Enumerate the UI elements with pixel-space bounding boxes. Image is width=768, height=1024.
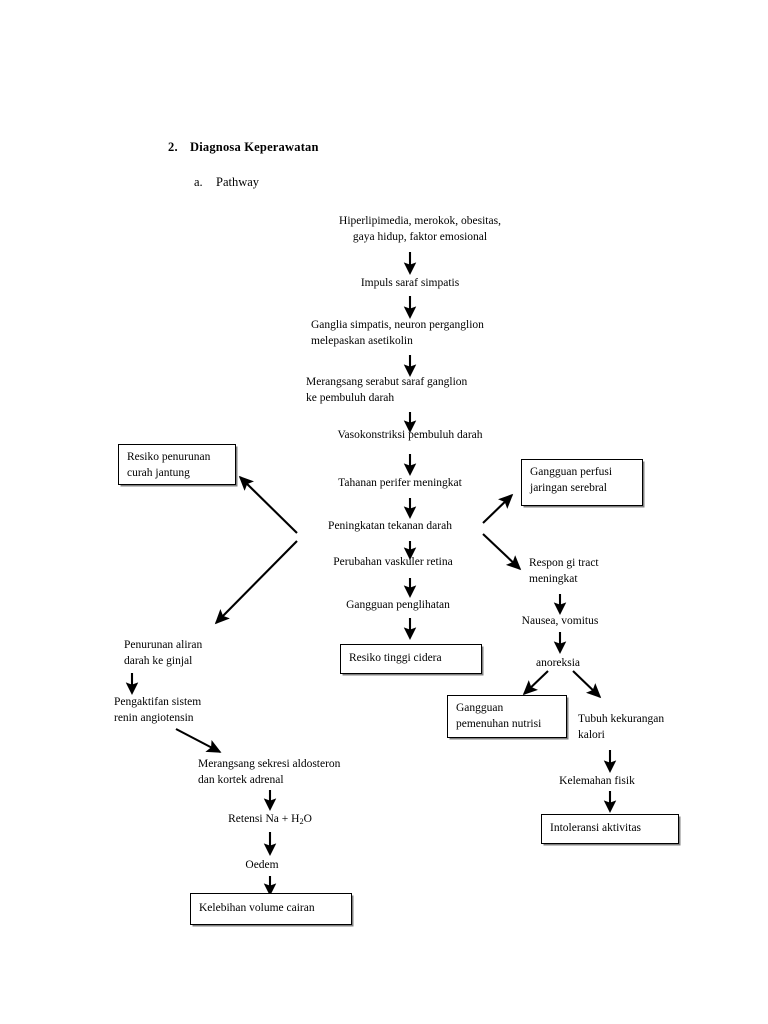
arrow-n7-n11 <box>238 475 298 534</box>
sub-item-heading: a. Pathway <box>194 175 259 190</box>
section-number: 2. <box>168 140 178 154</box>
node-n13: Respon gi tract meningkat <box>529 557 599 585</box>
node-n24: Oedem <box>245 859 279 871</box>
section-heading: 2. Diagnosa Keperawatan <box>168 140 319 155</box>
node-n14: Nausea, vomitus <box>521 615 599 627</box>
node-n8: Perubahan vaskuler retina <box>333 556 453 568</box>
node-n11-box[interactable]: Resiko penurunan curah jantung <box>118 444 236 485</box>
node-n16-box[interactable]: Gangguan pemenuhan nutrisi <box>447 695 567 738</box>
node-n22: Merangsang sekresi aldosteron dan kortek… <box>198 758 341 786</box>
node-n18: Kelemahan fisik <box>559 775 635 787</box>
node-n1: Hiperlipimedia, merokok, obesitas, gaya … <box>339 215 501 243</box>
node-n17: Tubuh kekurangan kalori <box>578 713 665 741</box>
arrow-n21-n22 <box>175 728 222 753</box>
arrow-n7-n13 <box>482 533 522 571</box>
node-n2: Impuls saraf simpatis <box>360 277 460 289</box>
node-n5: Vasokonstriksi pembuluh darah <box>337 429 483 441</box>
node-n20: Penurunan aliran darah ke ginjal <box>124 639 203 667</box>
arrow-n15-n16 <box>522 670 549 696</box>
node-n4: Merangsang serabut saraf ganglion ke pem… <box>306 376 468 404</box>
section-title: Diagnosa Keperawatan <box>190 140 319 154</box>
subscript-2: 2 <box>299 817 304 827</box>
arrow-n15-n17 <box>572 670 602 699</box>
node-n12-box[interactable]: Gangguan perfusi jaringan serebral <box>521 459 643 506</box>
node-n15: anoreksia <box>535 657 581 669</box>
node-n21: Pengaktifan sistem renin angiotensin <box>114 696 202 724</box>
node-n9: Gangguan penglihatan <box>346 599 450 611</box>
node-n3: Ganglia simpatis, neuron perganglion mel… <box>311 319 484 347</box>
node-n25-box[interactable]: Kelebihan volume cairan <box>190 893 352 925</box>
node-n6: Tahanan perifer meningkat <box>338 477 462 489</box>
sub-item-title: Pathway <box>216 175 260 189</box>
node-n19-box[interactable]: Intoleransi aktivitas <box>541 814 679 844</box>
node-n10-box[interactable]: Resiko tinggi cidera <box>340 644 482 674</box>
node-n23: Retensi Na + H2O <box>228 813 312 827</box>
node-n7: Peningkatan tekanan darah <box>328 520 452 532</box>
arrow-n7-n12 <box>482 493 514 524</box>
sub-item-letter: a. <box>194 175 203 189</box>
arrow-n7-n20 <box>214 540 298 625</box>
